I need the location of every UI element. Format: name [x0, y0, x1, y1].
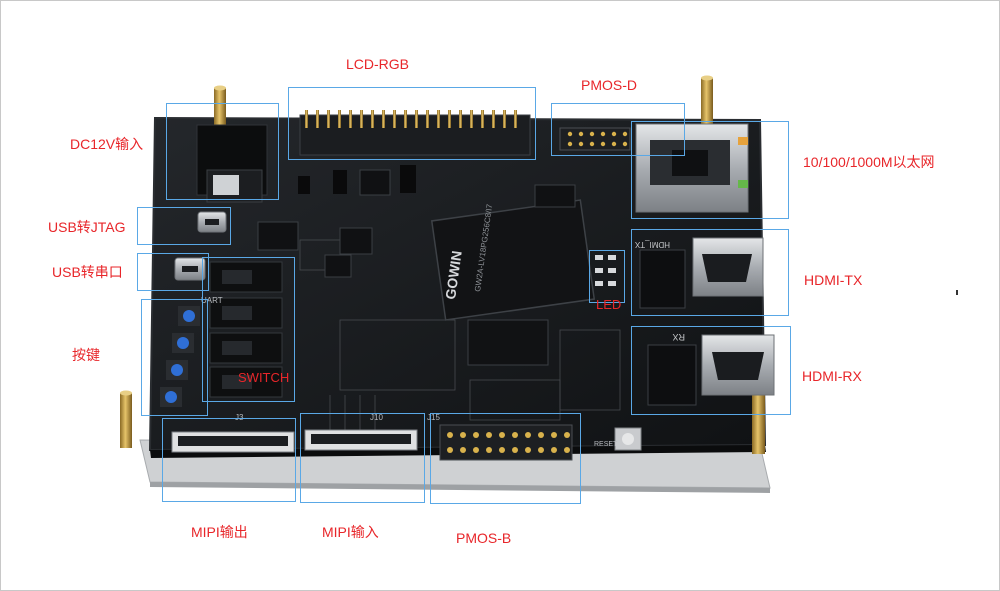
ddr-memory-chip [467, 319, 549, 366]
callout-pmos-d-box [551, 103, 685, 156]
callout-usb-uart-box [137, 253, 209, 291]
slide-switches [209, 261, 283, 398]
j10-silk: J10 [370, 413, 383, 422]
j15-silk: J15 [427, 413, 440, 422]
callout-usb-jtag-box [137, 207, 231, 245]
label-hdmi-rx: HDMI-RX [802, 368, 862, 384]
led-group [595, 255, 616, 286]
mipi-out-connector [171, 431, 295, 453]
callout-pmos-b-box [430, 413, 581, 504]
jumpers [298, 165, 416, 194]
label-led: LED [596, 297, 622, 312]
label-pmos-b: PMOS-B [456, 530, 512, 546]
reset-silk: RESET [594, 441, 618, 448]
pmos-d-header [559, 127, 631, 151]
label-dc12v: DC12V输入 [70, 136, 144, 152]
callout-buttons-box [141, 299, 208, 416]
callout-mipi-in-box [300, 413, 425, 503]
callout-hdmi-tx-box [631, 229, 789, 316]
label-ethernet: 10/100/1000M以太网 [803, 154, 935, 170]
label-mipi-in: MIPI输入 [322, 524, 379, 540]
label-pmos-d: PMOS-D [581, 77, 637, 93]
mipi-in-connector [304, 429, 418, 451]
hdmi-rx-silk: RX [672, 332, 685, 342]
label-usb-jtag: USB转JTAG [48, 219, 126, 235]
hdmi-rx-connector [647, 334, 775, 406]
uart-silk: UART [201, 296, 223, 305]
label-switch: SWITCH [238, 370, 290, 385]
j3-silk: J3 [235, 413, 244, 422]
reset-button [614, 427, 642, 451]
callout-switch-box [202, 257, 295, 402]
callout-lcd-rgb-box [288, 87, 536, 160]
dc-power-jack [196, 124, 268, 203]
label-buttons: 按键 [72, 347, 100, 363]
lcd-rgb-header [299, 110, 531, 156]
small-ics [257, 169, 576, 278]
fpga-chip [430, 199, 596, 321]
push-buttons [160, 306, 200, 407]
hdmi-tx-silk: HDMI_TX [634, 240, 670, 249]
ethernet-rj45-connector [635, 123, 749, 213]
hdmi-tx-connector [639, 237, 764, 309]
label-lcd-rgb: LCD-RGB [346, 56, 410, 72]
callout-ethernet-box [631, 121, 789, 219]
callout-led-box [589, 250, 625, 303]
usb-jtag-connector [197, 211, 227, 233]
callout-mipi-out-box [162, 418, 296, 502]
callout-hdmi-rx-box [631, 326, 791, 415]
label-mipi-out: MIPI输出 [191, 524, 248, 540]
callout-dc12v-box [166, 103, 279, 200]
fpga-brand-text: GOWIN [442, 250, 465, 301]
stray-mark [956, 290, 958, 295]
label-usb-uart: USB转串口 [52, 264, 123, 280]
pmos-b-header [439, 424, 573, 461]
usb-uart-connector [174, 257, 206, 281]
label-hdmi-tx: HDMI-TX [804, 272, 863, 288]
pcb-silkscreen [299, 239, 621, 430]
